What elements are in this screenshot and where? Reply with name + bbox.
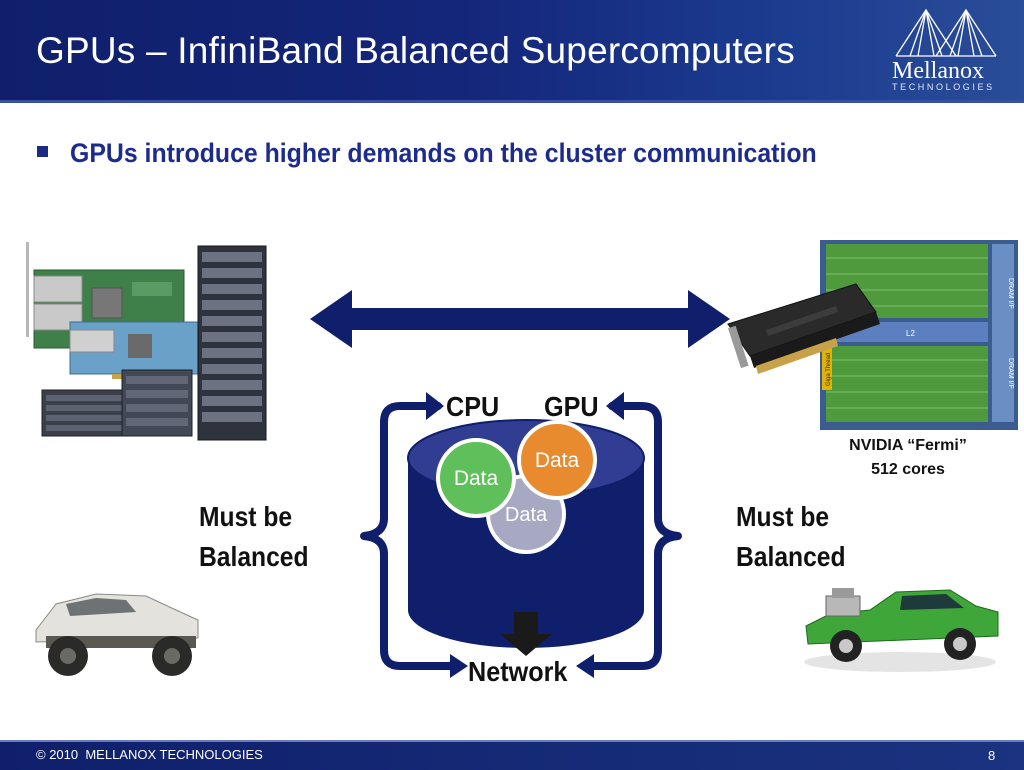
bracket-arrow-icon xyxy=(576,654,594,678)
gpu-label: GPU xyxy=(544,391,599,422)
balanced-left-line-2: Balanced xyxy=(199,541,309,572)
nvidia-fermi-gpu-image: L2 DRAM I/F DRAM I/F Giga Thread xyxy=(727,240,1018,430)
data-label: Data xyxy=(454,467,499,490)
network-label: Network xyxy=(468,656,568,687)
gpu-card-image xyxy=(727,283,880,374)
logo-tagline: TECHNOLOGIES xyxy=(892,82,995,92)
data-label: Data xyxy=(505,504,548,526)
right-bracket-icon xyxy=(586,402,682,670)
green-muscle-car-image xyxy=(804,588,999,672)
slide-title: GPUs – InfiniBand Balanced Supercomputer… xyxy=(36,30,795,71)
must-be-balanced-right: Must be Balanced xyxy=(736,497,846,577)
balanced-right-line-1: Must be xyxy=(736,501,830,532)
switch-chassis-image xyxy=(197,245,267,441)
chip-l2-label: L2 xyxy=(906,329,915,338)
gpu-caption-line-2: 512 cores xyxy=(871,461,945,478)
gpu-caption-line-1: NVIDIA “Fermi” xyxy=(849,437,967,454)
dram-if-label-2: DRAM I/F xyxy=(1007,358,1014,389)
slide-header xyxy=(0,0,1024,103)
must-be-balanced-left: Must be Balanced xyxy=(199,497,309,577)
mellanox-logo-icon xyxy=(895,8,997,57)
copyright-text: © 2010 MELLANOX TECHNOLOGIES xyxy=(36,747,263,762)
bullet-text: GPUs introduce higher demands on the clu… xyxy=(70,138,817,168)
fermi-die-image: L2 DRAM I/F DRAM I/F Giga Thread xyxy=(820,240,1018,430)
balanced-right-line-2: Balanced xyxy=(736,541,846,572)
balance-diagram: Data Data Data xyxy=(360,392,682,678)
giga-thread-label: Giga Thread xyxy=(826,353,832,386)
slide-footer xyxy=(0,740,1024,770)
dram-if-label-1: DRAM I/F xyxy=(1007,278,1014,309)
bracket-arrow-icon xyxy=(450,654,468,678)
data-label: Data xyxy=(535,449,580,472)
gpu-caption: NVIDIA “Fermi” 512 cores xyxy=(828,434,988,482)
down-arrow-icon xyxy=(500,612,552,656)
left-bracket-icon xyxy=(360,402,460,670)
cpu-label: CPU xyxy=(446,391,500,422)
bracket-arrow-icon xyxy=(426,392,444,420)
page-number: 8 xyxy=(988,748,996,763)
old-offroad-car-image xyxy=(35,593,199,676)
data-circle-green: Data xyxy=(436,438,516,518)
infiniband-hardware-image xyxy=(26,242,267,441)
data-circle-orange: Data xyxy=(517,420,597,500)
bullet-square-icon xyxy=(37,146,48,157)
double-arrow-icon xyxy=(310,290,730,348)
bracket-arrow-icon xyxy=(606,392,624,420)
balanced-left-line-1: Must be xyxy=(199,501,293,532)
logo-wordmark: Mellanox xyxy=(892,58,984,84)
